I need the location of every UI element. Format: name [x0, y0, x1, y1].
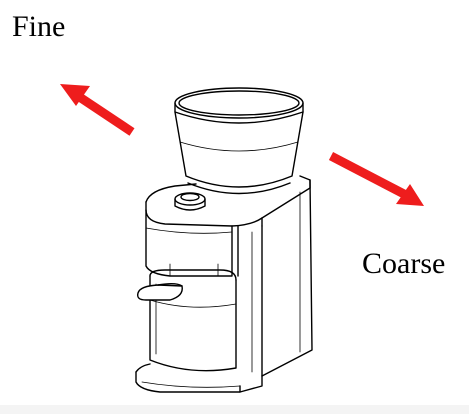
container-handle: [136, 283, 183, 301]
grind-dial: [174, 192, 206, 211]
grounds-container: [149, 263, 237, 372]
arrow-up-left-icon: [60, 84, 135, 136]
grinder-base: [135, 363, 263, 393]
fine-label: Fine: [12, 10, 66, 43]
arrow-down-right-icon: [328, 152, 424, 206]
coarse-label: Coarse: [362, 247, 446, 280]
coffee-grinder-illustration: [135, 87, 313, 393]
grinder-head: [145, 175, 311, 277]
bottom-edge-strip: [0, 405, 469, 414]
grinder-body: [251, 179, 313, 377]
bean-hopper: [174, 87, 304, 195]
